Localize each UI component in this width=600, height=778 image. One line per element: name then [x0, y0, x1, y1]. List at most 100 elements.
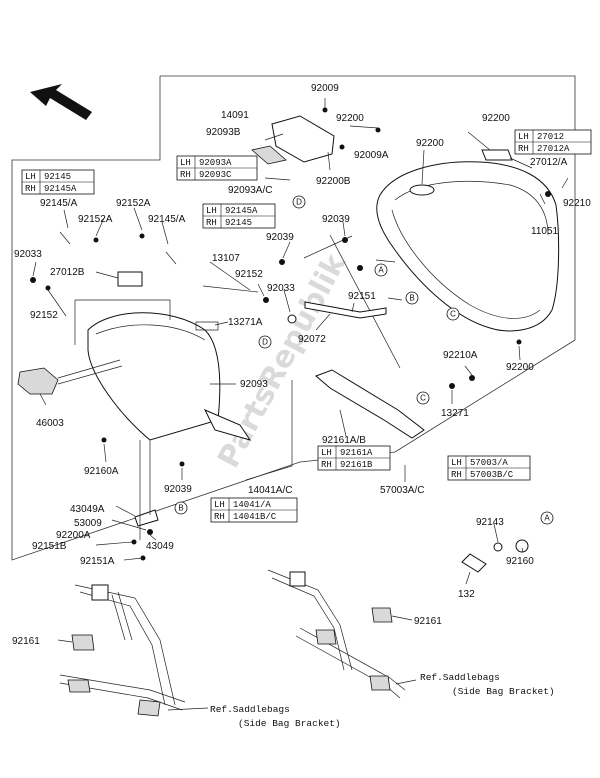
label-46003: 46003 — [36, 418, 64, 429]
callout-c-13271: C — [416, 391, 430, 405]
label-92145A-right: 92145/A — [148, 214, 186, 225]
label-43049: 43049 — [146, 541, 174, 552]
svg-text:A: A — [544, 514, 550, 523]
fastener-drawings — [131, 191, 551, 573]
label-132: 132 — [458, 589, 475, 600]
svg-text:RH: RH — [25, 184, 36, 194]
ref-left-line2: (Side Bag Bracket) — [238, 718, 341, 729]
label-92200-top: 92200 — [336, 113, 364, 124]
svg-text:LH: LH — [25, 172, 36, 182]
lh-rh-table-57003: LH 57003/A RH 57003B/C — [447, 455, 531, 481]
callout-b-bottom: B — [174, 501, 188, 515]
label-92151B: 92151B — [32, 541, 67, 552]
label-92152-mid: 92152 — [235, 269, 263, 280]
svg-text:92145A: 92145A — [44, 184, 77, 194]
label-92143: 92143 — [476, 517, 504, 528]
left-side-bag-bracket-drawing — [59, 584, 186, 717]
label-13107: 13107 — [212, 253, 240, 264]
svg-text:C: C — [420, 394, 426, 403]
label-92210A: 92210A — [443, 350, 478, 361]
label-92039-low: 92039 — [164, 484, 192, 495]
label-92093AC: 92093A/C — [228, 185, 272, 196]
left-saddlebag-drawing — [17, 231, 259, 467]
svg-text:57003/A: 57003/A — [470, 458, 508, 468]
ref-right-line1: Ref.Saddlebags — [420, 672, 500, 683]
label-53009: 53009 — [74, 518, 102, 529]
label-92200-right: 92200 — [482, 113, 510, 124]
label-92200-mid: 92200 — [416, 138, 444, 149]
label-92033-left: 92033 — [14, 249, 42, 260]
label-92009: 92009 — [311, 83, 339, 94]
svg-text:LH: LH — [180, 158, 191, 168]
svg-text:LH: LH — [214, 500, 225, 510]
svg-text:92093C: 92093C — [199, 170, 232, 180]
svg-text:LH: LH — [451, 458, 462, 468]
svg-text:C: C — [450, 310, 456, 319]
label-57003AC: 57003A/C — [380, 485, 424, 496]
label-92152A-top: 92152A — [116, 198, 151, 209]
label-92200A: 92200A — [56, 530, 91, 541]
callout-a-bag: A — [374, 263, 388, 277]
label-92009A: 92009A — [354, 150, 389, 161]
right-saddlebag-drawing — [303, 149, 560, 439]
lh-rh-table-92161: LH 92161A RH 92161B — [317, 445, 391, 471]
svg-text:27012A: 27012A — [537, 144, 570, 154]
lid-latch-drawing — [251, 107, 381, 165]
front-direction-arrow-icon — [30, 84, 92, 120]
ref-left-line1: Ref.Saddlebags — [210, 704, 290, 715]
label-43049A: 43049A — [70, 504, 105, 515]
lh-rh-table-14041: LH 14041/A RH 14041B/C — [210, 497, 298, 523]
svg-text:92145A: 92145A — [225, 206, 258, 216]
svg-text:B: B — [178, 504, 183, 513]
label-27012B: 27012B — [50, 267, 85, 278]
svg-text:27012: 27012 — [537, 132, 564, 142]
svg-text:92161B: 92161B — [340, 460, 373, 470]
callout-markers: D D A B C C B A — [174, 195, 554, 525]
label-27012A: 27012/A — [530, 157, 568, 168]
label-14041AC: 14041A/C — [248, 485, 292, 496]
label-92093: 92093 — [240, 379, 268, 390]
callout-d-left: D — [258, 335, 272, 349]
callout-b-bag: B — [405, 291, 419, 305]
label-92072: 92072 — [298, 334, 326, 345]
lh-rh-table-92145A: LH 92145A RH 92145 — [202, 203, 276, 229]
svg-text:LH: LH — [518, 132, 529, 142]
part-labels: 92009 14091 92093B 92200 92200 92200 920… — [12, 83, 591, 647]
label-92161AB: 92161A/B — [322, 435, 366, 446]
label-92151A: 92151A — [80, 556, 115, 567]
svg-text:92161A: 92161A — [340, 448, 373, 458]
label-92152-left: 92152 — [30, 310, 58, 321]
label-11051: 11051 — [531, 226, 559, 237]
svg-text:14041/A: 14041/A — [233, 500, 271, 510]
label-92152A-left: 92152A — [78, 214, 113, 225]
svg-text:D: D — [262, 338, 268, 347]
callout-d-top: D — [292, 195, 306, 209]
svg-text:D: D — [296, 198, 302, 207]
callout-a-bottom: A — [540, 511, 554, 525]
label-92145A-left: 92145/A — [40, 198, 78, 209]
ref-right-line2: (Side Bag Bracket) — [452, 686, 555, 697]
label-92160A: 92160A — [84, 466, 119, 477]
label-92161-left: 92161 — [12, 636, 40, 647]
label-92200B: 92200B — [316, 176, 351, 187]
lh-rh-table-92093: LH 92093A RH 92093C — [176, 155, 258, 181]
label-92161-right: 92161 — [414, 616, 442, 627]
label-92033-mid: 92033 — [267, 283, 295, 294]
svg-text:92145: 92145 — [225, 218, 252, 228]
reference-notes: Ref.Saddlebags (Side Bag Bracket) Ref.Sa… — [210, 672, 555, 729]
svg-text:B: B — [409, 294, 414, 303]
lh-rh-table-92145: LH 92145 RH 92145A — [21, 169, 95, 195]
label-13271A: 13271A — [228, 317, 263, 328]
svg-text:57003B/C: 57003B/C — [470, 470, 514, 480]
label-92093B: 92093B — [206, 127, 241, 138]
label-92210: 92210 — [563, 198, 591, 209]
svg-text:RH: RH — [321, 460, 332, 470]
assembly-frame — [11, 75, 576, 561]
label-14091: 14091 — [221, 110, 249, 121]
label-92200-lower: 92200 — [506, 362, 534, 373]
leader-lines — [32, 98, 569, 711]
svg-text:RH: RH — [206, 218, 217, 228]
svg-text:RH: RH — [518, 144, 529, 154]
svg-text:92145: 92145 — [44, 172, 71, 182]
svg-text:92093A: 92093A — [199, 158, 232, 168]
